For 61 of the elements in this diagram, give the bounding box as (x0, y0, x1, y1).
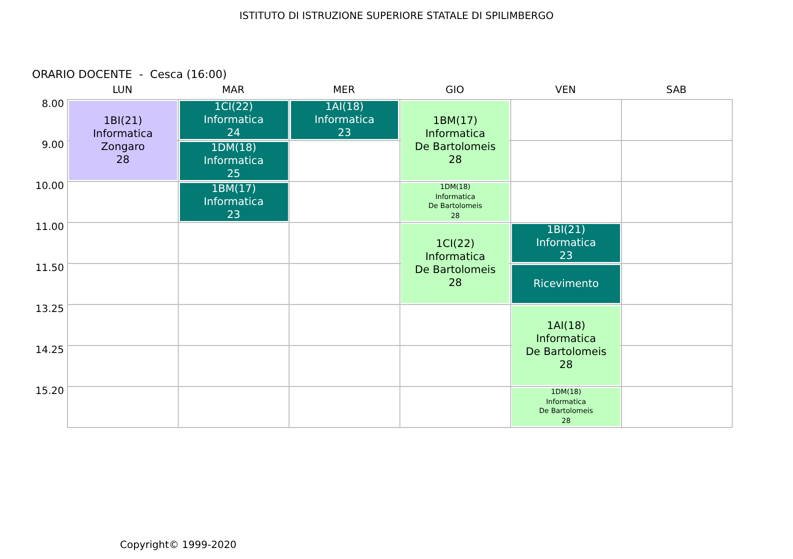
lesson-text: Zongaro (100, 140, 145, 154)
lesson-text: Informatica (204, 196, 264, 208)
lesson-block (512, 224, 620, 262)
lesson-text: 1BM(17) (211, 182, 256, 196)
lesson-block (401, 183, 510, 221)
time-label: 13.25 (35, 304, 64, 316)
day-header: GIO (444, 85, 466, 97)
lesson-text: 1CI(22) (436, 238, 475, 250)
lesson-text: Informatica (314, 114, 374, 126)
time-label: 10.00 (35, 181, 64, 193)
lesson-text: 24 (227, 126, 240, 140)
day-header: MAR (220, 85, 246, 97)
lesson-text: 28 (559, 358, 573, 372)
lesson-text: 28 (448, 154, 462, 166)
lesson-text: Informatica (425, 250, 486, 264)
lesson-text: 25 (227, 168, 240, 180)
day-header: VEN (554, 85, 577, 97)
lesson-block (180, 183, 288, 221)
lesson-block (180, 101, 288, 139)
lesson-text: 1BI(21) (104, 114, 142, 128)
lesson-text: De Bartolomeis (414, 140, 496, 154)
time-label: 14.25 (35, 345, 64, 357)
day-header: LUN (111, 85, 134, 97)
lesson-text: 1AI(18) (546, 320, 586, 332)
time-label: 8.00 (42, 99, 64, 111)
lesson-block (512, 265, 620, 303)
time-label: 15.20 (35, 386, 64, 398)
day-header: MER (332, 85, 356, 97)
lesson-block (401, 224, 510, 303)
copyright-note: Copyright© 1999-2020 (120, 540, 237, 552)
lesson-text: 1CI(22) (214, 100, 254, 114)
lesson-text: 1BI(21) (546, 224, 586, 236)
lesson-text: 23 (559, 250, 573, 262)
lesson-text: 1BM(17) (433, 114, 478, 128)
timetable-heading: ORARIO DOCENTE - Cesca (16:00) (32, 69, 227, 81)
page-title: ISTITUTO DI ISTRUZIONE SUPERIORE STATALE DI SPILIMBERGO (238, 11, 555, 23)
lesson-text: 28 (116, 154, 130, 166)
lesson-text: Ricevimento (533, 278, 599, 290)
lesson-text: Informatica (204, 154, 264, 168)
lesson-block (512, 388, 620, 426)
lesson-block (69, 101, 177, 180)
lesson-block (401, 101, 510, 180)
lesson-text: De Bartolomeis (414, 264, 496, 276)
lesson-text: 1DM(18) (211, 142, 256, 154)
lesson-text: Informatica (204, 114, 264, 126)
time-label: 11.00 (35, 222, 64, 234)
lesson-text: De Bartolomeis (526, 346, 606, 358)
lesson-text: 23 (338, 126, 352, 140)
lesson-block (512, 306, 620, 385)
lesson-text: Informatica (92, 128, 153, 140)
lesson-text: 1AI(18) (325, 100, 364, 114)
lesson-text: Informatica (536, 332, 596, 346)
time-label: 11.50 (35, 263, 64, 275)
lesson-block (180, 142, 288, 180)
lesson-text: Informatica (425, 128, 486, 140)
day-header: SAB (665, 85, 688, 97)
lesson-text: Informatica (536, 236, 596, 250)
lesson-block (290, 101, 398, 139)
lesson-text: 23 (227, 208, 240, 222)
time-label: 9.00 (42, 140, 64, 152)
lesson-text: 28 (448, 276, 462, 290)
